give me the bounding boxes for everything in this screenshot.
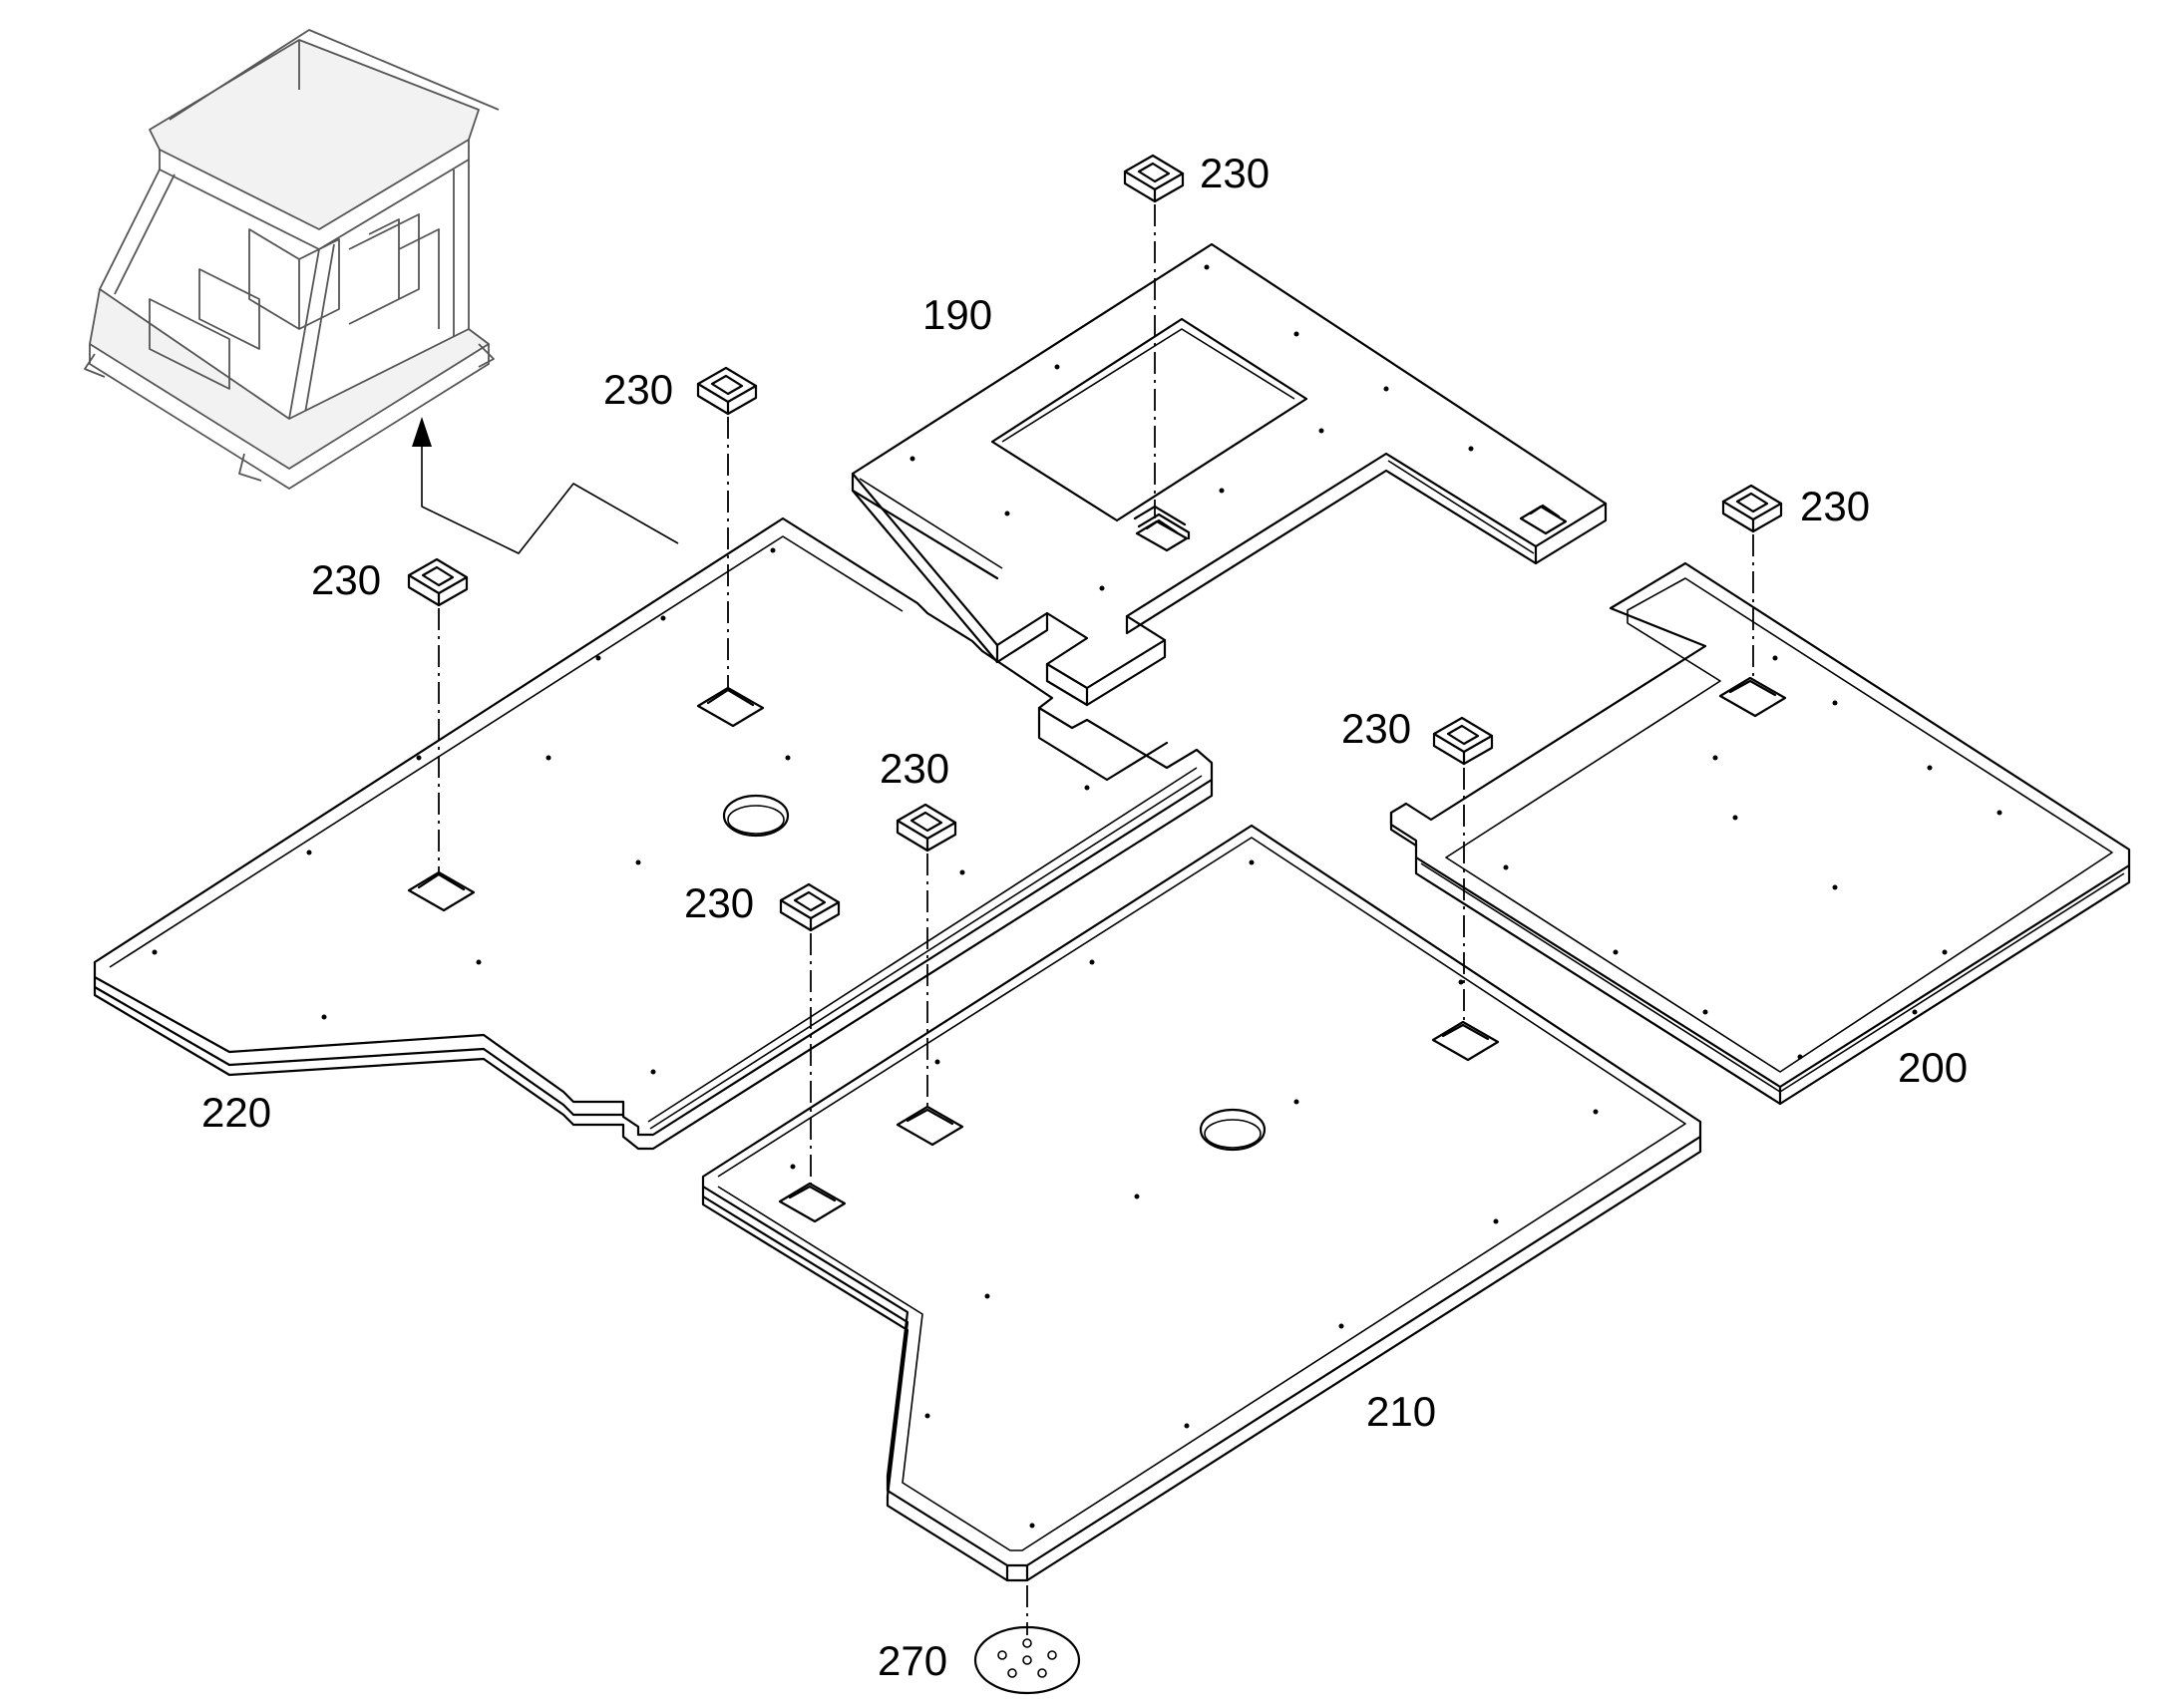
floor-mat-200 bbox=[1389, 561, 2131, 1106]
rubber-pad-icon bbox=[1123, 154, 1185, 203]
callout-220: 220 bbox=[201, 1089, 271, 1136]
rubber-pad-icon bbox=[1432, 716, 1494, 766]
pad-230-mid-a bbox=[896, 803, 957, 1107]
rubber-pad-icon bbox=[407, 557, 469, 607]
pad-230-top bbox=[1123, 154, 1185, 518]
pad-230-mid-b bbox=[779, 882, 841, 1185]
callout-190: 190 bbox=[922, 291, 992, 338]
callout-230-left-upper: 230 bbox=[603, 366, 673, 413]
callout-230-left-lower: 230 bbox=[311, 556, 381, 603]
pad-230-mid-right bbox=[1432, 716, 1494, 1022]
rubber-pad-icon bbox=[896, 803, 957, 853]
rubber-pad-icon bbox=[779, 882, 841, 932]
callout-210: 210 bbox=[1366, 1388, 1436, 1435]
callout-230-mid-b: 230 bbox=[684, 879, 754, 926]
callout-230-right: 230 bbox=[1800, 483, 1870, 529]
operator-cab-icon bbox=[84, 29, 500, 490]
drain-plug-icon bbox=[973, 1585, 1081, 1695]
floor-mat-220 bbox=[93, 516, 1214, 1151]
callout-230-mid-a: 230 bbox=[880, 745, 949, 792]
floor-mat-190 bbox=[851, 242, 1608, 707]
leader-arrow-icon bbox=[412, 417, 679, 554]
pad-230-right bbox=[1721, 484, 1783, 680]
pad-230-left-lower bbox=[407, 557, 469, 872]
rubber-pad-icon bbox=[1721, 484, 1783, 533]
pad-230-left-upper bbox=[696, 366, 758, 688]
rubber-pad-icon bbox=[696, 366, 758, 416]
callout-200: 200 bbox=[1898, 1044, 1968, 1091]
callout-270: 270 bbox=[878, 1637, 947, 1684]
callout-230-mid-right: 230 bbox=[1341, 705, 1411, 752]
floor-mat-210 bbox=[701, 824, 1702, 1582]
callout-230-top: 230 bbox=[1200, 150, 1270, 196]
